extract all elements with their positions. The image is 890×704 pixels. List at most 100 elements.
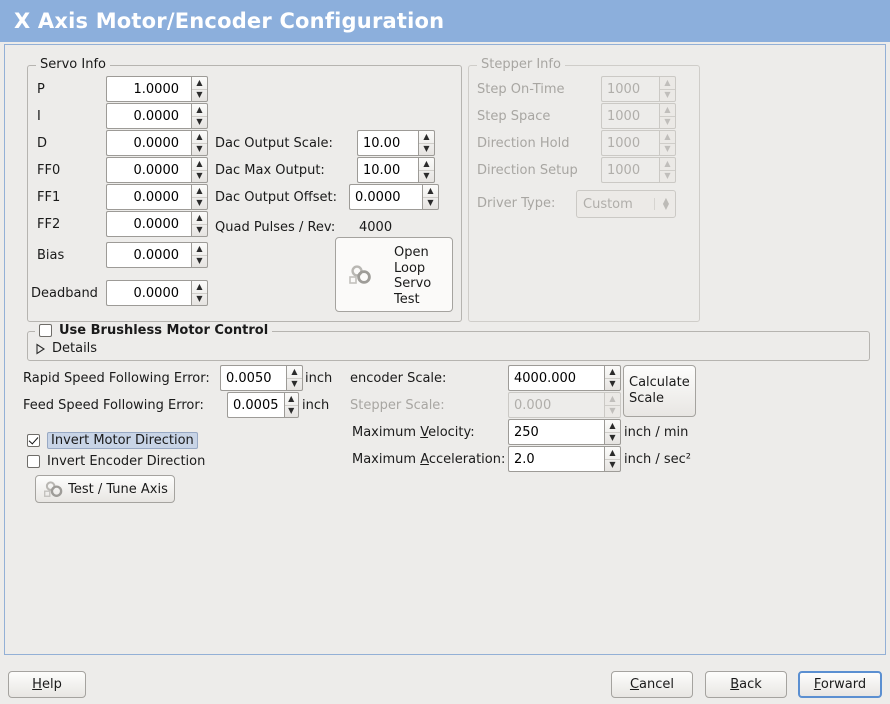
spin-up-icon[interactable]: ▲: [196, 131, 203, 141]
dac-output-scale-input[interactable]: 10.00 ▲▼: [357, 130, 435, 156]
invert-encoder-direction-checkbox[interactable]: Invert Encoder Direction: [27, 454, 205, 469]
dac-max-output-stepper[interactable]: ▲▼: [418, 157, 435, 183]
spin-up-icon[interactable]: ▲: [609, 366, 616, 376]
servo-info-legend: Servo Info: [36, 58, 110, 72]
invert-motor-direction-checkbox-box[interactable]: [27, 434, 40, 447]
spin-down-icon[interactable]: ▼: [605, 458, 620, 472]
max-acceleration-input[interactable]: 2.0 ▲▼: [508, 446, 621, 472]
spin-up-icon[interactable]: ▲: [291, 366, 298, 376]
spin-down-icon[interactable]: ▼: [423, 196, 438, 210]
servo-input-ff0-value[interactable]: 0.0000: [106, 157, 191, 183]
spin-down-icon[interactable]: ▼: [192, 292, 207, 306]
spin-up-icon[interactable]: ▲: [288, 393, 295, 403]
feed-following-error-input[interactable]: 0.0005 ▲▼: [227, 392, 299, 418]
forward-button[interactable]: Forward: [798, 671, 882, 698]
servo-input-d[interactable]: 0.0000 ▲▼: [106, 130, 208, 156]
spin-up-icon: ▲: [609, 393, 616, 403]
servo-input-d-stepper[interactable]: ▲▼: [191, 130, 208, 156]
servo-input-ff1-value[interactable]: 0.0000: [106, 184, 191, 210]
max-velocity-stepper[interactable]: ▲▼: [604, 419, 621, 445]
servo-input-i-stepper[interactable]: ▲▼: [191, 103, 208, 129]
back-button[interactable]: Back: [705, 671, 787, 698]
spin-up-icon[interactable]: ▲: [196, 185, 203, 195]
spin-down-icon[interactable]: ▼: [284, 404, 298, 418]
max-acceleration-stepper[interactable]: ▲▼: [604, 446, 621, 472]
dac-output-scale-stepper[interactable]: ▲▼: [418, 130, 435, 156]
encoder-scale-value[interactable]: 4000.000: [508, 365, 604, 391]
spin-down-icon[interactable]: ▼: [419, 142, 434, 156]
spin-down-icon[interactable]: ▼: [192, 142, 207, 156]
invert-motor-direction-checkbox[interactable]: Invert Motor Direction: [27, 432, 198, 449]
open-loop-servo-test-button[interactable]: Open Loop Servo Test: [335, 237, 453, 312]
spin-up-icon[interactable]: ▲: [423, 131, 430, 141]
step-space-input: 1000 ▲▼: [601, 103, 676, 129]
use-brushless-checkbox-box[interactable]: [39, 324, 52, 337]
use-brushless-checkbox[interactable]: Use Brushless Motor Control: [35, 323, 273, 338]
test-tune-axis-button[interactable]: Test / Tune Axis: [35, 475, 175, 503]
max-velocity-input[interactable]: 250 ▲▼: [508, 419, 621, 445]
spin-down-icon[interactable]: ▼: [192, 169, 207, 183]
dac-max-output-input[interactable]: 10.00 ▲▼: [357, 157, 435, 183]
spin-up-icon[interactable]: ▲: [427, 185, 434, 195]
feed-following-error-stepper[interactable]: ▲▼: [283, 392, 299, 418]
spin-down-icon[interactable]: ▼: [192, 254, 207, 268]
rapid-following-error-value[interactable]: 0.0050: [220, 365, 286, 391]
servo-input-bias-stepper[interactable]: ▲▼: [191, 242, 208, 268]
servo-input-ff1-stepper[interactable]: ▲▼: [191, 184, 208, 210]
dac-output-offset-value[interactable]: 0.0000: [349, 184, 422, 210]
servo-input-ff2-stepper[interactable]: ▲▼: [191, 211, 208, 237]
dac-max-output-value[interactable]: 10.00: [357, 157, 418, 183]
dac-output-scale-value[interactable]: 10.00: [357, 130, 418, 156]
encoder-scale-input[interactable]: 4000.000 ▲▼: [508, 365, 621, 391]
max-velocity-value[interactable]: 250: [508, 419, 604, 445]
servo-input-ff1[interactable]: 0.0000 ▲▼: [106, 184, 208, 210]
spin-up-icon[interactable]: ▲: [196, 281, 203, 291]
servo-input-ff2[interactable]: 0.0000 ▲▼: [106, 211, 208, 237]
calculate-scale-button[interactable]: Calculate Scale: [623, 365, 696, 417]
spin-down-icon[interactable]: ▼: [605, 431, 620, 445]
triangle-right-icon[interactable]: [35, 342, 46, 355]
servo-input-d-value[interactable]: 0.0000: [106, 130, 191, 156]
spin-down-icon[interactable]: ▼: [192, 196, 207, 210]
feed-following-error-value[interactable]: 0.0005: [227, 392, 284, 418]
servo-input-deadband[interactable]: 0.0000 ▲▼: [106, 280, 208, 306]
spin-up-icon[interactable]: ▲: [196, 212, 203, 222]
servo-input-ff0[interactable]: 0.0000 ▲▼: [106, 157, 208, 183]
spin-down-icon[interactable]: ▼: [192, 223, 207, 237]
servo-input-deadband-stepper[interactable]: ▲▼: [191, 280, 208, 306]
spin-up-icon[interactable]: ▲: [196, 158, 203, 168]
servo-input-ff2-value[interactable]: 0.0000: [106, 211, 191, 237]
spin-down-icon[interactable]: ▼: [605, 377, 620, 391]
servo-input-p[interactable]: 1.0000 ▲▼: [106, 76, 208, 102]
spin-up-icon[interactable]: ▲: [609, 447, 616, 457]
cancel-button[interactable]: Cancel: [611, 671, 693, 698]
servo-input-deadband-value[interactable]: 0.0000: [106, 280, 191, 306]
help-button[interactable]: Help: [8, 671, 86, 698]
servo-input-ff0-stepper[interactable]: ▲▼: [191, 157, 208, 183]
spin-down-icon[interactable]: ▼: [419, 169, 434, 183]
spin-down-icon[interactable]: ▼: [287, 377, 302, 391]
servo-input-i[interactable]: 0.0000 ▲▼: [106, 103, 208, 129]
encoder-scale-stepper[interactable]: ▲▼: [604, 365, 621, 391]
test-tune-axis-label: Test / Tune Axis: [68, 481, 168, 497]
spin-down-icon[interactable]: ▼: [192, 115, 207, 129]
content-area: Servo Info P I D FF0 FF1 FF2 Bias Deadba…: [4, 44, 886, 655]
spin-up-icon[interactable]: ▲: [196, 243, 203, 253]
dac-output-offset-stepper[interactable]: ▲▼: [422, 184, 439, 210]
rapid-following-error-input[interactable]: 0.0050 ▲▼: [220, 365, 303, 391]
spin-up-icon[interactable]: ▲: [196, 77, 203, 87]
spin-down-icon[interactable]: ▼: [192, 88, 207, 102]
servo-input-p-stepper[interactable]: ▲▼: [191, 76, 208, 102]
max-acceleration-value[interactable]: 2.0: [508, 446, 604, 472]
spin-up-icon[interactable]: ▲: [609, 420, 616, 430]
invert-encoder-direction-checkbox-box[interactable]: [27, 455, 40, 468]
spin-up-icon[interactable]: ▲: [196, 104, 203, 114]
servo-input-p-value[interactable]: 1.0000: [106, 76, 191, 102]
servo-input-bias[interactable]: 0.0000 ▲▼: [106, 242, 208, 268]
spin-up-icon[interactable]: ▲: [423, 158, 430, 168]
dac-output-offset-input[interactable]: 0.0000 ▲▼: [349, 184, 439, 210]
servo-input-i-value[interactable]: 0.0000: [106, 103, 191, 129]
servo-input-bias-value[interactable]: 0.0000: [106, 242, 191, 268]
rapid-following-error-stepper[interactable]: ▲▼: [286, 365, 303, 391]
details-expander[interactable]: Details: [35, 341, 97, 356]
